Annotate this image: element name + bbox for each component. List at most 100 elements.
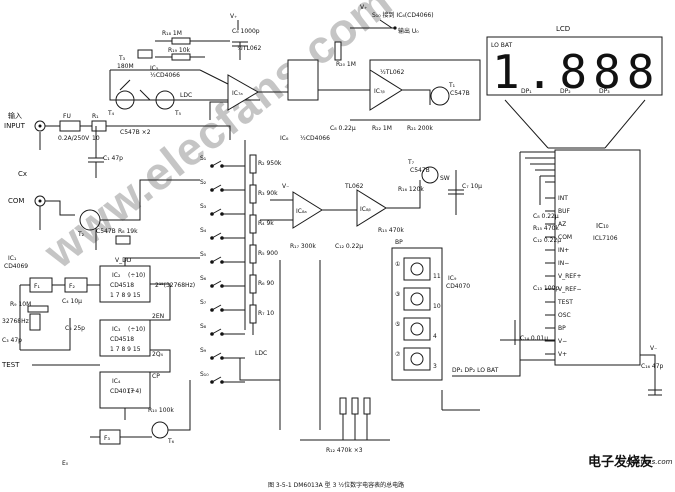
ic4-sub: CD4017	[110, 388, 134, 395]
ic8a-label: IC₈ₐ	[296, 208, 307, 215]
ic7a-opamp	[227, 74, 259, 111]
switch-4[interactable]: S₄	[200, 227, 207, 234]
svg-text:3: 3	[433, 363, 437, 370]
ic10-pin-12: V+	[558, 351, 567, 358]
switch-1[interactable]: S₁	[200, 155, 207, 162]
ic10-label: IC₁₀	[596, 222, 609, 230]
input-sub: INPUT	[4, 122, 26, 130]
cx-label: Cx	[18, 170, 27, 178]
switch-2[interactable]: S₂	[200, 179, 207, 186]
diff-pair: T₃ 180M T₄ T₅ C547B ×2 LDC IC₅ ½CD4066 R…	[107, 30, 260, 136]
svg-text:③: ③	[395, 291, 400, 298]
t7-type: C547B	[410, 167, 430, 174]
c3-label: C₃ 47p	[2, 337, 22, 344]
r8-label: R₈ 19k	[118, 228, 138, 235]
c-int-label: C₈ 0.22μ	[533, 213, 559, 220]
ic6-switch	[287, 59, 319, 101]
svg-text:2EN: 2EN	[152, 313, 164, 320]
r18-label: R₁₈ 1M	[162, 30, 182, 37]
t4-label: T₄	[107, 110, 115, 117]
switch-9[interactable]: S₉	[200, 347, 207, 354]
r20-label: R₂₀ 1M	[336, 61, 356, 68]
ic2-div: (÷10)	[128, 272, 145, 279]
top-switch: V₊ S₁₀ 接到 IC₆(CD4066) 输出 U₀	[350, 4, 434, 35]
footer-site: elecfans.com	[626, 458, 673, 466]
t1-label: T₁	[448, 82, 456, 89]
t3-value: 180M	[117, 63, 134, 70]
c-az-label: C₁₂ 0.22μ	[533, 237, 561, 244]
ic8a-opamp	[292, 191, 323, 229]
switch-3[interactable]: S₃	[200, 203, 207, 210]
ic4-div: (÷4)	[128, 388, 142, 395]
lcd-dp2: DP₂	[560, 88, 571, 95]
bp-label: BP	[395, 239, 403, 246]
ic10-pin-0: INT	[558, 195, 568, 202]
r17-label: R₁₇ 300k	[290, 243, 316, 250]
c7-label: C₇ 10μ	[462, 183, 482, 190]
r4-label: R₄ 9k	[258, 220, 274, 227]
op-amp-stage: IC₇ₐ ½TL062 C₆ 1000p V₊ IC₆ ½CD4066 R₂₀ …	[199, 13, 481, 142]
vminus-mid: V₋	[282, 183, 289, 190]
ic7b-type: ½TL062	[380, 69, 404, 76]
c547-label: C547B ×2	[120, 129, 151, 136]
c4-label: C₄ 10μ	[62, 298, 82, 305]
c16-label: C₁₆ 47p	[641, 363, 664, 370]
t1-type: C547B	[450, 90, 470, 97]
r3-label: R₃ 90k	[258, 190, 278, 197]
fuse	[59, 120, 81, 132]
lcd-dp1: DP₁	[521, 88, 532, 95]
switch-10[interactable]: S₁₀	[200, 371, 209, 378]
svg-text:F₁: F₁	[34, 283, 40, 290]
r12-label: R₁₂ 470k ×3	[326, 447, 363, 454]
lcd-display: LCD LO BAT 1.888 DP₁ DP₂ DP₃	[486, 25, 663, 149]
ic3-counter	[99, 319, 151, 357]
ic10-pin-7: V_REF−	[558, 286, 582, 293]
ic7b-label: IC₇ᵦ	[374, 88, 385, 95]
crystal	[29, 313, 41, 331]
switch-8[interactable]: S₈	[200, 323, 207, 330]
switch-7[interactable]: S₇	[200, 299, 207, 306]
ic5-sub: ½CD4066	[150, 72, 180, 79]
ic2-counter	[99, 265, 151, 303]
ic9-gate-2	[403, 287, 431, 311]
ic5-label: IC₅	[150, 65, 159, 72]
ldc-label: LDC	[180, 92, 192, 99]
r1-resistor	[91, 120, 107, 132]
c12-mid-label: C₁₂ 0.22μ	[335, 243, 363, 250]
ic10-pin-3: COM	[558, 234, 572, 241]
figure-caption: 图 3-5-1 DM6013A 型 3 ½位数字电容表的总电路	[268, 481, 404, 489]
svg-text:1 7 8 9 15: 1 7 8 9 15	[110, 346, 141, 353]
ic8-label: TL062	[344, 183, 364, 190]
ic4-label: IC₄	[112, 378, 121, 385]
r21-label: R₂₁ 200k	[407, 125, 433, 132]
switch-5[interactable]: S₅	[200, 251, 207, 258]
ic7a-label: IC₇ₐ	[232, 90, 243, 97]
lcd-reading: 1.888	[492, 45, 660, 99]
xtal-label: 32768Hz	[2, 318, 29, 325]
ic9-label: IC₉	[448, 275, 457, 282]
svg-text:10: 10	[433, 303, 441, 310]
q1-label: 2¹⁵(32768Hz)	[155, 282, 195, 289]
ic6-sub: ½CD4066	[300, 135, 330, 142]
r6-resistor	[249, 274, 257, 294]
r10-label: R₁₀ 100k	[148, 407, 174, 414]
c5-label: C₅ 25p	[65, 325, 85, 332]
ic10-pin-2: AZ	[558, 221, 566, 228]
bottom-network: R₁₂ 470k ×3 DP₁ DP₂ LO BAT	[279, 260, 521, 454]
ic10-adc: IC₁₀ ICL7106 INTBUFAZCOMIN+IN−V_REF+V_RE…	[500, 149, 664, 396]
fuse-value: 0.2A/250V	[58, 135, 90, 142]
r5-label: R₅ 900	[258, 250, 278, 257]
ic8-stage: IC₈ₐ IC₈ᵦ TL062 T₇ C547B R₁₆ 120k R₁₇ 30…	[260, 159, 482, 250]
r4-resistor	[249, 214, 257, 234]
r2-resistor	[249, 154, 257, 174]
t7-label: T₇	[407, 159, 415, 166]
ic10-pin-4: IN+	[558, 247, 569, 254]
top-switch-vplus: V₊	[360, 4, 367, 11]
ic10-pin-9: OSC	[558, 312, 571, 319]
switch-6[interactable]: S₆	[200, 275, 207, 282]
t7-transistor	[421, 166, 439, 184]
r9-label: R₉ 10M	[10, 301, 31, 308]
